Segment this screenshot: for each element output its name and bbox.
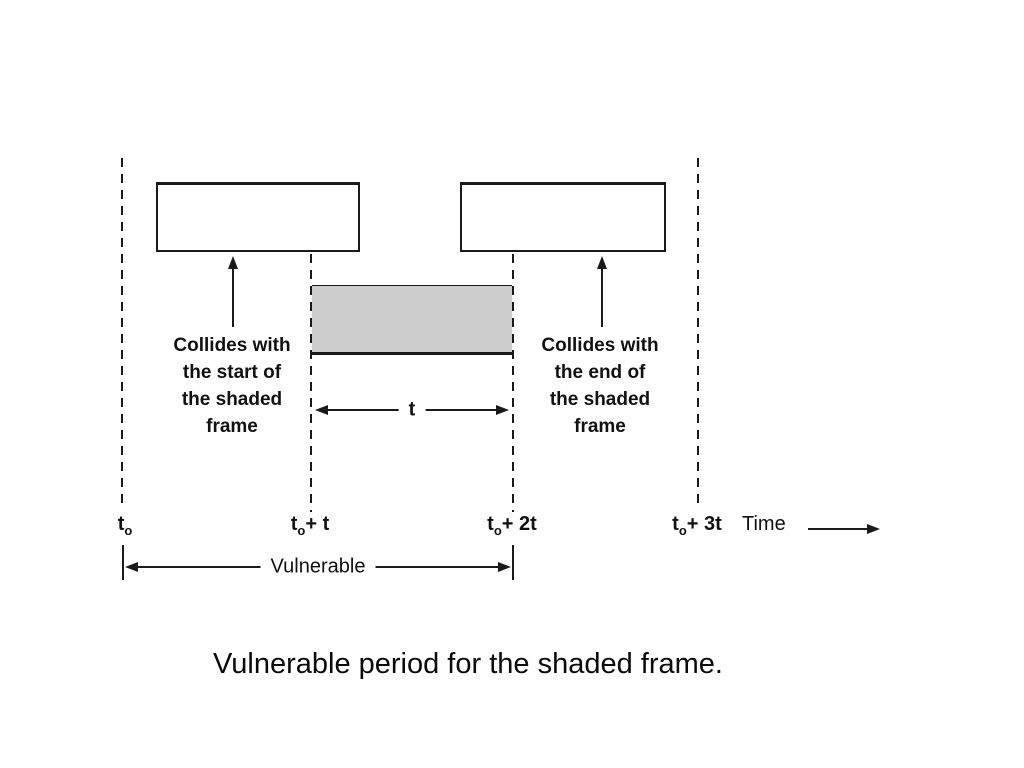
figure-caption: Vulnerable period for the shaded frame. [213, 648, 723, 680]
late-frame-box [460, 182, 666, 252]
arrowhead-right-icon [496, 405, 509, 415]
vulnerable-span-tick-left [122, 545, 124, 580]
dashed-guide-t0-plus-t [310, 254, 312, 512]
label-line: Collides with [541, 335, 659, 356]
vulnerable-span-tick-right [512, 545, 514, 580]
subscript: o [297, 523, 306, 538]
arrow-line [601, 269, 603, 327]
label-line: Collides with [173, 335, 291, 356]
vulnerable-label: Vulnerable [260, 555, 376, 579]
time-tick-t0-plus-t: to+ t [290, 513, 330, 538]
collision-start-arrow [227, 256, 239, 327]
label-line: the end of [554, 362, 646, 383]
dashed-guide-t0 [121, 158, 123, 510]
subscript: o [124, 523, 133, 538]
collision-end-arrow [596, 256, 608, 327]
time-tick-t0-plus-3t: to+ 3t [672, 513, 722, 538]
dashed-guide-t0-plus-2t [512, 254, 514, 512]
frame-duration-arrow: t [315, 398, 509, 422]
arrow-line [808, 528, 867, 530]
subscript: o [678, 523, 687, 538]
time-axis-label: Time [742, 513, 786, 535]
arrowhead-left-icon [315, 405, 328, 415]
time-tick-t0-plus-2t: to+ 2t [487, 513, 537, 538]
vulnerable-span-arrow: Vulnerable [125, 555, 511, 579]
arrowhead-up-icon [597, 256, 607, 269]
collides-start-label: Collides with the start of the shaded fr… [139, 332, 325, 440]
label-line: frame [574, 416, 626, 437]
arrowhead-right-icon [498, 562, 511, 572]
time-tick-t0: to [117, 513, 133, 538]
label-line: frame [206, 416, 258, 437]
collides-end-label: Collides with the end of the shaded fram… [507, 332, 693, 440]
frame-duration-label: t [398, 398, 426, 422]
early-frame-box [156, 182, 360, 252]
arrowhead-up-icon [228, 256, 238, 269]
label-line: the start of [182, 362, 282, 383]
time-direction-arrow [808, 523, 880, 535]
dashed-guide-t0-plus-3t [697, 158, 699, 510]
subscript: o [493, 523, 502, 538]
label-line: the shaded [549, 389, 651, 410]
arrow-line [232, 269, 234, 327]
arrowhead-right-icon [867, 524, 880, 534]
shaded-frame [312, 285, 512, 355]
label-line: the shaded [181, 389, 283, 410]
arrowhead-left-icon [125, 562, 138, 572]
